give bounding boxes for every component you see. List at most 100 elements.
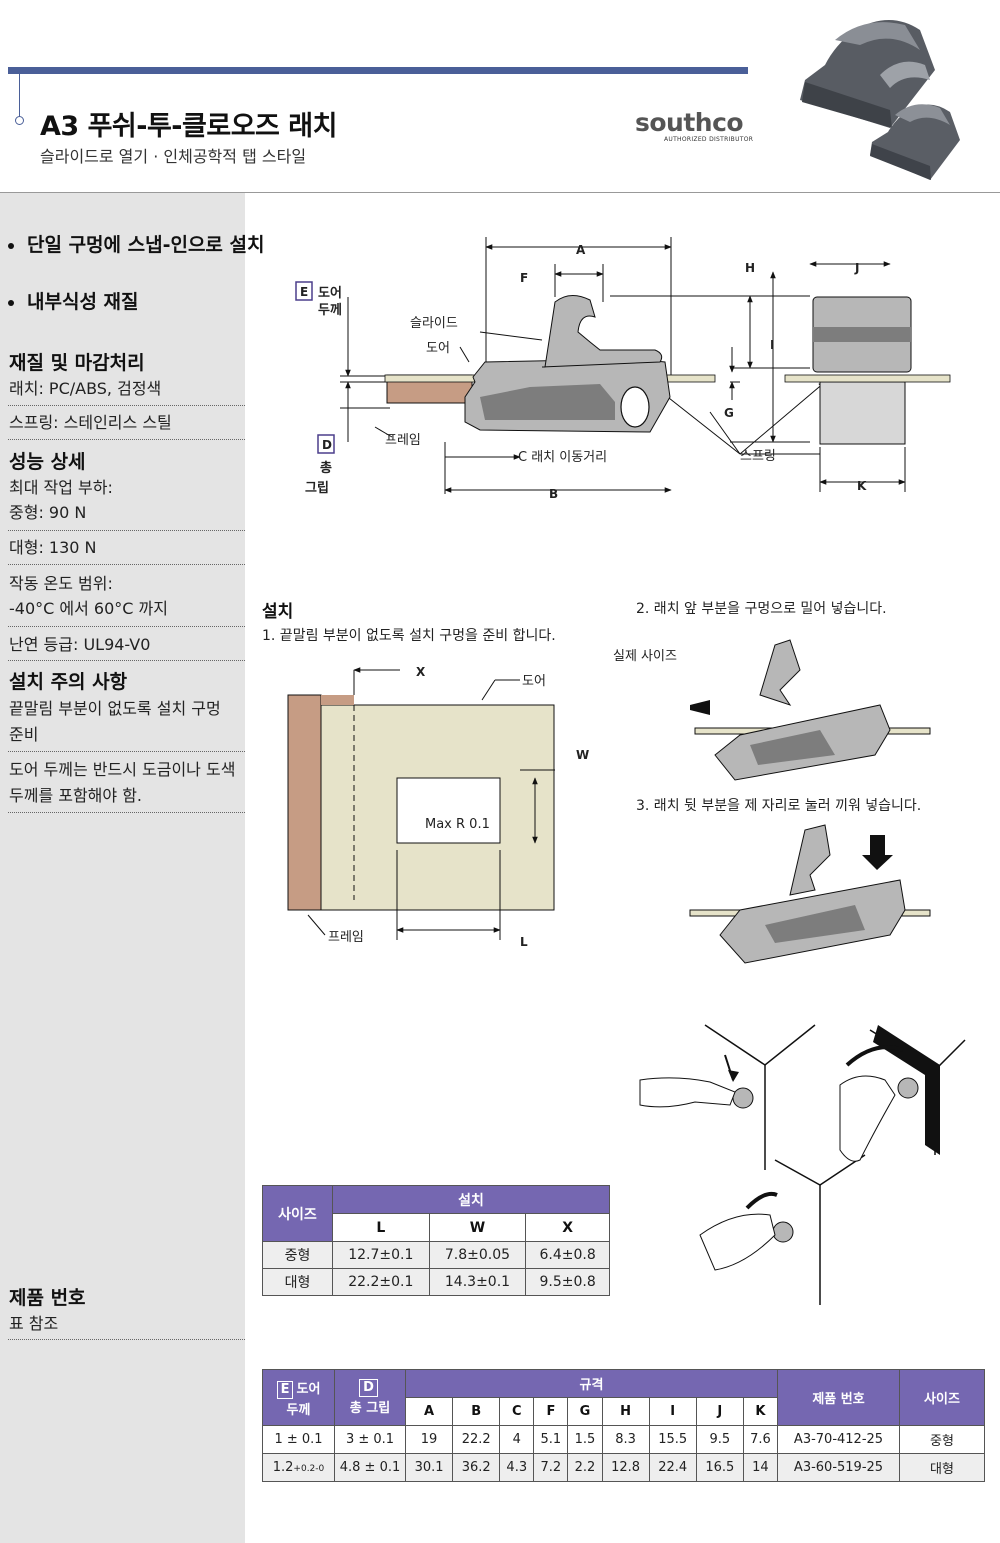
- spec-col-header: I: [648, 1397, 697, 1426]
- install-size-cell: 대형: [262, 1268, 333, 1296]
- feature-bullet: 내부식성 재질: [8, 288, 139, 317]
- dim-label: K: [857, 479, 867, 493]
- install-note-1: 끝말림 부분이 없도록 설치 구멍 준비: [9, 699, 221, 744]
- door-thickness-cell: 1 ± 0.1: [262, 1425, 335, 1454]
- feature-bullet: 단일 구멍에 스냅-인으로 설치: [8, 231, 265, 260]
- divider: [8, 751, 245, 752]
- step2-illustration: [690, 639, 931, 781]
- install-note-2: 도어 두께는 반드시 도금이나 도색 두께를 포함해야 함.: [9, 760, 236, 805]
- step3-illustration: [689, 824, 931, 964]
- install-title: 설치: [262, 602, 294, 622]
- spec-cell: 14: [742, 1453, 779, 1482]
- install-group-header: 설치: [332, 1185, 610, 1214]
- spec-cell: 30.1: [404, 1453, 454, 1482]
- part-no-heading: 제품 번호: [9, 1287, 86, 1309]
- install-step-3: 3. 래치 뒷 부분을 제 자리로 눌러 끼워 넣습니다.: [636, 798, 922, 814]
- dim-label: A: [576, 243, 586, 257]
- install-value-cell: 7.8±0.05: [428, 1241, 527, 1269]
- table-row: 대형 22.2±0.1 14.3±0.1 9.5±0.8: [262, 1268, 610, 1296]
- spec-cell: 12.8: [601, 1453, 650, 1482]
- spec-cell: 1.5: [567, 1425, 603, 1454]
- material-spring: 스프링: 스테인리스 스틸: [9, 413, 172, 432]
- temp-value: -40°C 에서 60°C 까지: [9, 599, 168, 618]
- dim-label: B: [549, 487, 558, 501]
- door-thickness-cell: 1.2+0.2-0: [262, 1453, 335, 1482]
- dimension-letters: A F H I G J K B: [520, 243, 867, 501]
- max-load-label: 최대 작업 부하:: [9, 478, 113, 497]
- install-size-header: 사이즈: [262, 1185, 333, 1242]
- spec-col-header: J: [695, 1397, 744, 1426]
- spec-cell: 4.3: [499, 1453, 535, 1482]
- dim-label: J: [854, 261, 859, 275]
- material-latch: 래치: PC/ABS, 검정색: [9, 379, 162, 398]
- southco-logo: southco: [635, 108, 744, 137]
- hole-radius-label: Max R 0.1: [425, 817, 490, 832]
- divider: [8, 439, 245, 440]
- size-header: 사이즈: [899, 1369, 985, 1426]
- spec-col-header: G: [567, 1397, 603, 1426]
- door-label: 도어: [426, 341, 450, 356]
- max-load-large: 대형: 130 N: [9, 538, 97, 557]
- spec-cell: 4: [499, 1425, 535, 1454]
- dim-label: I: [770, 338, 774, 352]
- install-step-2: 2. 래치 앞 부분을 구멍으로 밀어 넣습니다.: [636, 601, 887, 617]
- hole-door-label: 도어: [522, 674, 546, 689]
- spec-header: 규격: [405, 1369, 778, 1398]
- spec-cell: 2.2: [567, 1453, 603, 1482]
- performance-heading: 성능 상세: [9, 451, 86, 473]
- install-size-cell: 중형: [262, 1241, 333, 1269]
- install-notes-heading: 설치 주의 사항: [9, 671, 128, 693]
- frame-label: 프레임: [385, 433, 421, 448]
- e-box: E: [276, 1380, 294, 1399]
- grip-cell: 4.8 ± 0.1: [334, 1453, 406, 1482]
- spec-cell: 16.5: [695, 1453, 744, 1482]
- hole-dim-w: W: [576, 748, 589, 762]
- header-accent-bar: [8, 67, 748, 74]
- temp-label: 작동 온도 범위:: [9, 574, 113, 593]
- product-photo: [800, 20, 960, 180]
- size-cell: 대형: [899, 1453, 985, 1482]
- table-row: 중형 12.7±0.1 7.8±0.05 6.4±0.8: [262, 1241, 610, 1269]
- table-row: 1.2+0.2-0 4.8 ± 0.1 30.1 36.2 4.3 7.2 2.…: [262, 1453, 985, 1482]
- spec-col-header: F: [533, 1397, 569, 1426]
- max-load-medium: 중형: 90 N: [9, 503, 87, 522]
- part-number-cell: A3-60-519-25: [777, 1453, 900, 1482]
- spec-cell: 22.4: [648, 1453, 697, 1482]
- install-value-cell: 14.3±0.1: [428, 1268, 527, 1296]
- page-subtitle: 슬라이드로 열기 · 인체공학적 탭 스타일: [40, 147, 307, 166]
- sidebar: [0, 193, 245, 1543]
- page-title: A3 푸쉬-투-클로오즈 래치: [40, 111, 337, 142]
- header-divider: [0, 192, 1000, 193]
- divider: [8, 564, 245, 565]
- part-number-header: 제품 번호: [777, 1369, 900, 1426]
- spec-col-header: K: [742, 1397, 779, 1426]
- spec-col-header: C: [499, 1397, 535, 1426]
- travel-label: C 래치 이동거리: [518, 450, 607, 465]
- install-value-cell: 6.4±0.8: [525, 1241, 610, 1269]
- divider: [8, 530, 245, 531]
- divider: [8, 1339, 245, 1340]
- d-box: D: [359, 1379, 378, 1397]
- spec-col-header: A: [404, 1397, 454, 1426]
- header-accent-dot: [15, 116, 24, 125]
- hole-dim-x: X: [416, 665, 426, 679]
- spec-cell: 8.3: [601, 1425, 650, 1454]
- spec-cell: 15.5: [648, 1425, 697, 1454]
- latch-photo-large: [800, 20, 935, 128]
- header-accent-line: [19, 74, 20, 118]
- hole-diagram: X W L 도어 Max R 0.1 프레임: [287, 665, 589, 949]
- spec-cell: 7.6: [742, 1425, 779, 1454]
- table-row: 1 ± 0.1 3 ± 0.1 19 22.2 4 5.1 1.5 8.3 15…: [262, 1425, 985, 1454]
- install-value-cell: 22.2±0.1: [332, 1268, 430, 1296]
- install-col-header: W: [428, 1213, 527, 1242]
- slide-label: 슬라이드: [410, 316, 458, 331]
- part-number-cell: A3-70-412-25: [777, 1425, 900, 1454]
- spec-cell: 19: [404, 1425, 454, 1454]
- dimension-drawing: A F H I G J K B E 도어 두께 D 총 그립 슬라이드 도어 프…: [295, 237, 951, 664]
- size-cell: 중형: [899, 1425, 985, 1454]
- spring-label: 스프링: [740, 449, 776, 464]
- grip-label: 그립: [305, 481, 329, 496]
- grip-label: 총: [320, 460, 332, 476]
- spec-cell: 7.2: [533, 1453, 569, 1482]
